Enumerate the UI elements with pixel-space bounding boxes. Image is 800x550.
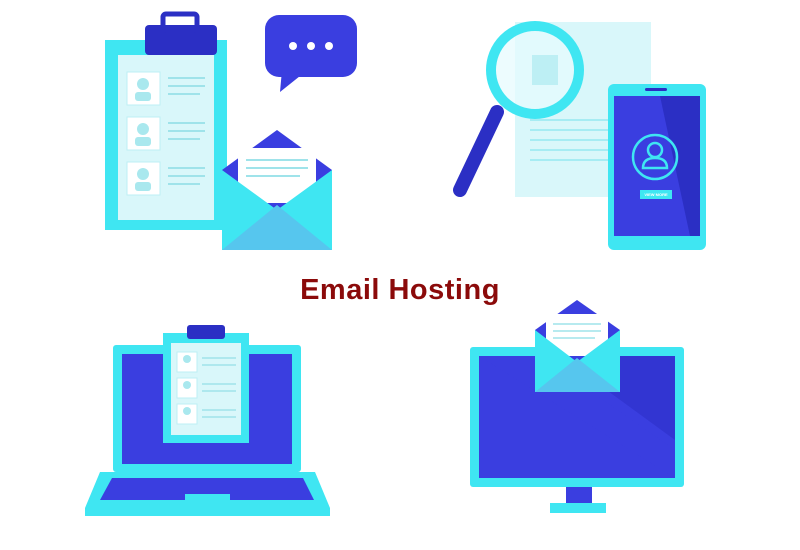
- view-more-label: VIEW MORE: [644, 192, 668, 197]
- clipboard-icon: [105, 11, 227, 230]
- chat-bubble-icon: [265, 15, 357, 92]
- view-more-button[interactable]: [640, 190, 672, 199]
- page-title: Email Hosting: [300, 274, 500, 306]
- envelope-icon: [222, 130, 332, 250]
- user-icon: [631, 133, 679, 181]
- magnifier-icon: [453, 21, 584, 197]
- smartphone-icon: VIEW MORE: [608, 84, 706, 250]
- laptop-icon: [85, 325, 330, 516]
- monitor-icon: [470, 300, 684, 513]
- envelope-icon: [535, 300, 620, 392]
